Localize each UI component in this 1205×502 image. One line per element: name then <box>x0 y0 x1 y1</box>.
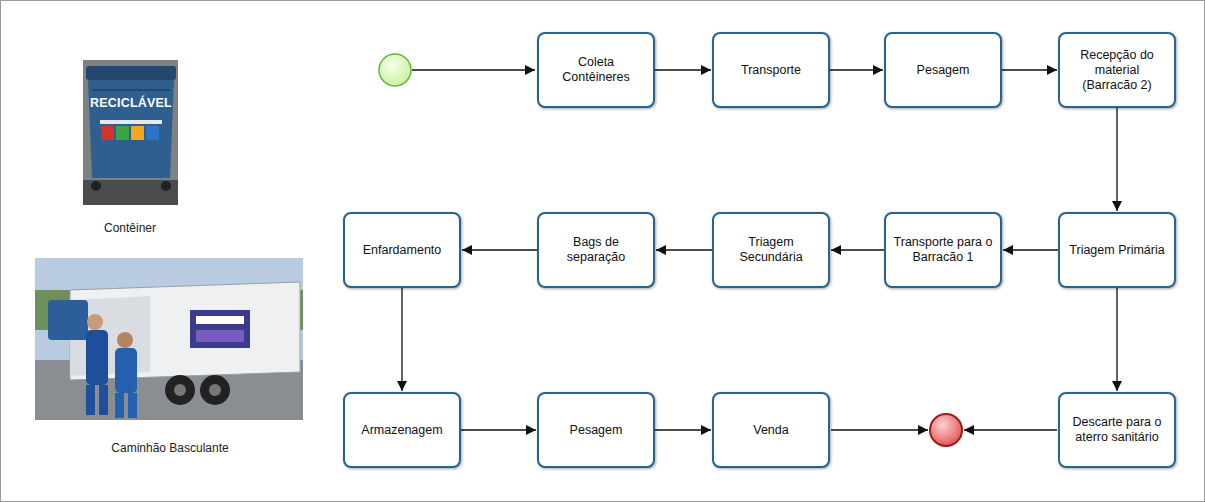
process-box: Armazenagem <box>343 392 461 468</box>
process-box: Pesagem <box>537 392 655 468</box>
process-label: Enfardamento <box>363 243 442 258</box>
start-event <box>379 54 411 86</box>
process-label: Coleta Contêineres <box>545 55 647 85</box>
process-box: Pesagem <box>884 32 1002 108</box>
process-box: Descarte para o aterro sanitário <box>1058 392 1176 468</box>
process-label: Triagem Primária <box>1069 243 1164 258</box>
flow-arrow <box>1002 69 1057 70</box>
process-label: Triagem Secundária <box>720 235 822 265</box>
process-box: Triagem Secundária <box>712 212 830 288</box>
flow-arrow <box>401 288 402 391</box>
process-box: Recepção do material (Barracão 2) <box>1058 32 1176 108</box>
flow-arrow <box>462 249 537 250</box>
flow-arrow <box>461 429 536 430</box>
process-box: Venda <box>712 392 830 468</box>
flow-arrow <box>1003 249 1058 250</box>
process-box: Enfardamento <box>343 212 461 288</box>
process-box: Bags de separação <box>537 212 655 288</box>
photo-caption: Contêiner <box>104 221 156 235</box>
end-event <box>930 414 962 446</box>
process-label: Transporte <box>741 63 801 78</box>
process-box: Transporte <box>712 32 830 108</box>
flow-arrow <box>655 429 711 430</box>
photo-caption: Caminhão Basculante <box>111 441 228 455</box>
process-label: Venda <box>753 423 788 438</box>
flow-arrow <box>656 249 712 250</box>
truck-photo <box>35 258 303 420</box>
end-arrow <box>831 429 928 430</box>
process-label: Armazenagem <box>361 423 442 438</box>
flow-arrow <box>1116 108 1117 211</box>
flow-arrow <box>830 69 883 70</box>
process-label: Recepção do material (Barracão 2) <box>1066 48 1168 93</box>
process-box: Coleta Contêineres <box>537 32 655 108</box>
flow-arrow <box>655 69 711 70</box>
flow-arrow <box>831 249 884 250</box>
process-label: Pesagem <box>570 423 623 438</box>
process-label: Descarte para o aterro sanitário <box>1066 415 1168 445</box>
start-arrow <box>412 69 535 70</box>
process-label: Bags de separação <box>545 235 647 265</box>
process-box: Triagem Primária <box>1058 212 1176 288</box>
end-arrow <box>964 429 1057 430</box>
process-box: Transporte para o Barracão 1 <box>884 212 1002 288</box>
flow-arrow <box>1116 288 1117 391</box>
container-photo <box>83 60 178 205</box>
container-text: RECICLÁVEL <box>90 96 172 110</box>
process-label: Transporte para o Barracão 1 <box>892 235 994 265</box>
process-label: Pesagem <box>917 63 970 78</box>
